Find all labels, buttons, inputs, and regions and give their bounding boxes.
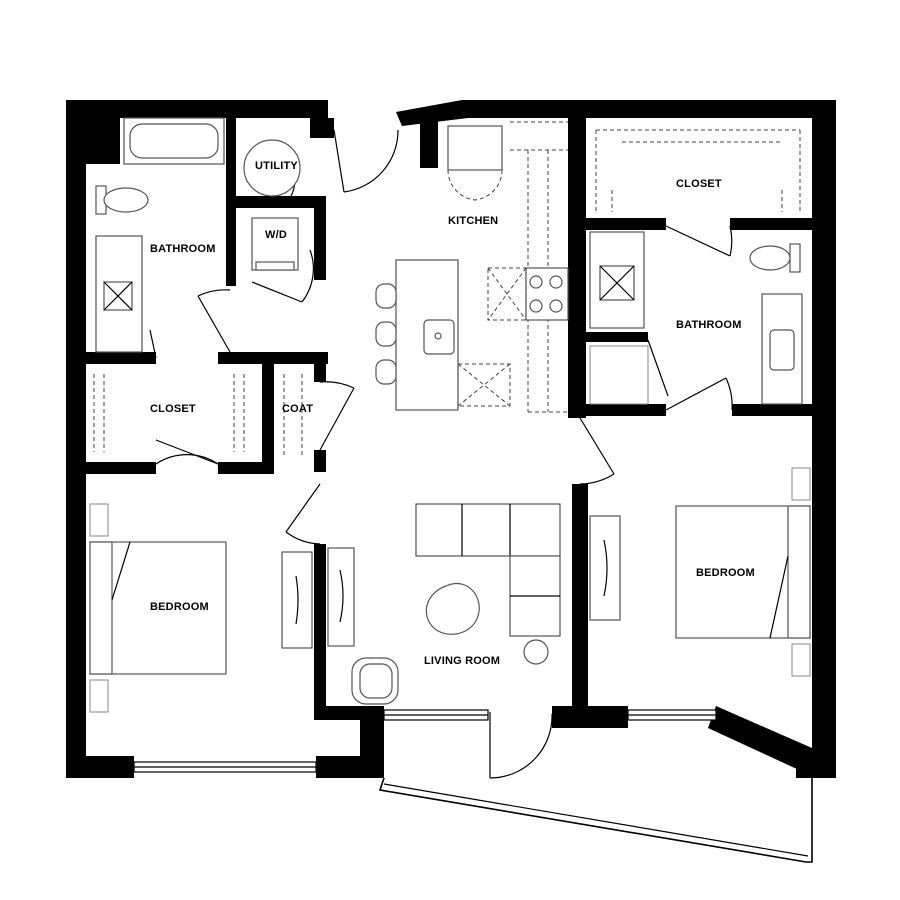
- room-label-closet-left: CLOSET: [150, 403, 196, 415]
- toilet-left: [95, 185, 149, 215]
- room-label-wd: W/D: [265, 229, 287, 241]
- toilet-right: [749, 243, 801, 273]
- water-heater: [243, 139, 301, 197]
- room-label-utility: UTILITY: [255, 160, 298, 172]
- shower-right: [589, 231, 645, 329]
- room-label-closet-top-right: CLOSET: [676, 178, 722, 190]
- bed-left: [89, 541, 227, 675]
- coffee-table: [425, 583, 480, 635]
- interior-walls: [86, 118, 812, 720]
- kitchen-upper-cabinets: [447, 121, 568, 413]
- shower-left: [95, 235, 143, 353]
- windows: [133, 709, 717, 773]
- wardrobe-left: [281, 547, 355, 649]
- range-cooktop: [525, 267, 569, 321]
- vanity-right: [761, 293, 803, 405]
- refrigerator-door-swing: [447, 169, 503, 201]
- nightstands-left: [89, 503, 109, 713]
- room-label-bathroom-left: BATHROOM: [150, 243, 216, 255]
- washer-dryer: [251, 217, 299, 271]
- room-label-living-room: LIVING ROOM: [424, 655, 500, 667]
- closet-left-shelving: [93, 374, 245, 452]
- bed-right: [675, 505, 811, 639]
- room-label-kitchen: KITCHEN: [448, 215, 498, 227]
- room-label-bedroom-right: BEDROOM: [696, 567, 755, 579]
- oven-door-swing: [487, 267, 527, 321]
- nightstands-right: [791, 467, 811, 677]
- room-label-bathroom-right: BATHROOM: [676, 319, 742, 331]
- kitchen-island: [395, 259, 459, 411]
- room-label-bedroom-left: BEDROOM: [150, 601, 209, 613]
- bathtub: [123, 117, 225, 165]
- closet-top-right-shelving: [595, 129, 801, 212]
- exterior-walls: [66, 100, 836, 778]
- bar-stools: [375, 283, 397, 385]
- side-table: [523, 639, 549, 665]
- dishwasher-swing: [457, 363, 511, 407]
- sectional-sofa: [415, 503, 561, 637]
- wardrobe-right: [589, 515, 621, 621]
- room-label-coat: COAT: [282, 403, 313, 415]
- coat-shelving: [283, 374, 303, 456]
- linen-closet: [589, 345, 649, 405]
- accent-chair: [351, 657, 399, 705]
- balcony: [378, 777, 813, 863]
